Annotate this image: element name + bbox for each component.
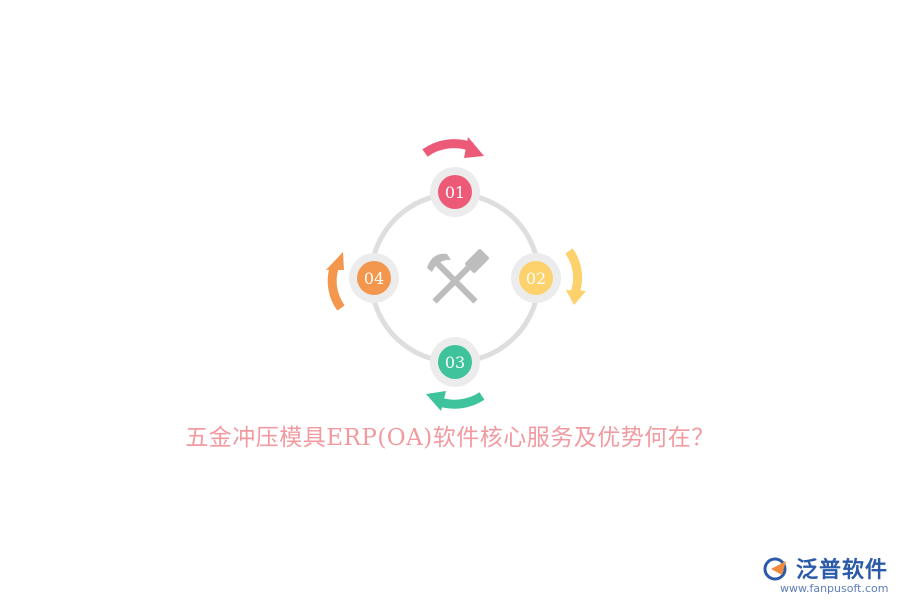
- arrow-top: [422, 137, 484, 158]
- hammer-and-pick-icon: [427, 249, 489, 304]
- node-02: 02: [511, 253, 561, 303]
- logo-name: 泛普软件: [796, 558, 889, 583]
- arrow-left: [326, 252, 345, 311]
- node-04-circle: [357, 261, 391, 295]
- fanpu-logo: 泛普软件 www.fanpusoft.com: [762, 552, 894, 596]
- diagram-title: 五金冲压模具ERP(OA)软件核心服务及优势何在？: [185, 425, 715, 451]
- node-04-label: 04: [364, 269, 384, 288]
- node-01-label: 01: [445, 183, 465, 202]
- node-03-label: 03: [445, 353, 465, 372]
- node-03-circle: [438, 345, 472, 379]
- node-03: 03: [430, 337, 480, 387]
- logo-url: www.fanpusoft.com: [780, 582, 889, 595]
- arrow-bottom: [426, 391, 485, 411]
- node-02-circle: [519, 261, 553, 295]
- node-01-circle: [438, 175, 472, 209]
- fanpu-logo-icon: [763, 557, 787, 581]
- node-04: 04: [349, 253, 399, 303]
- node-02-label: 02: [526, 269, 546, 288]
- node-01: 01: [430, 167, 480, 217]
- arrow-right: [565, 248, 586, 305]
